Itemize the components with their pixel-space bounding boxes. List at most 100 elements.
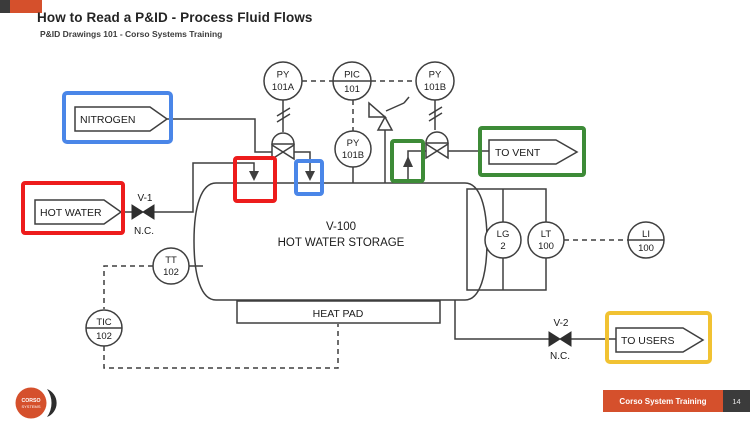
highlight-hot-water-inlet — [233, 156, 277, 203]
footer-page-number: 14 — [723, 390, 750, 412]
heat-pad-box — [236, 300, 441, 324]
heat-pad: HEAT PAD — [236, 300, 441, 324]
instrument-label: LT — [541, 229, 552, 240]
instrument-label: TIC — [96, 317, 111, 328]
instrument-label: PY — [277, 70, 290, 81]
valve-body — [548, 331, 561, 347]
pneumatic-slashes-left — [276, 107, 291, 123]
instrument-li-100: LI 100 — [627, 221, 665, 259]
instrument-pic-101: PIC 101 — [332, 61, 372, 101]
instrument-tt-102: TT 102 — [152, 247, 190, 285]
flag-shape — [74, 106, 169, 132]
instrument-label: LG — [497, 229, 510, 240]
hand-valve-v1: V-1 N.C. — [131, 193, 155, 237]
logo-black-crescent — [47, 389, 57, 417]
vent-line — [407, 150, 489, 181]
psv-inlet-triangle — [376, 115, 394, 131]
flag-to-users: TO USERS — [615, 327, 705, 353]
vessel-tag: V-100 — [326, 221, 356, 233]
vessel-v100: V-100 HOT WATER STORAGE — [193, 182, 488, 301]
vent-outlet-arrow — [403, 156, 413, 167]
instrument-label: PIC — [344, 70, 360, 81]
valve-body-left — [425, 142, 439, 160]
instrument-py-101b-top: PY 101B — [415, 61, 455, 101]
instrument-lg-2: LG 2 — [484, 221, 522, 259]
instrument-label: 101A — [272, 82, 295, 93]
highlight-nitrogen-inlet — [294, 159, 324, 196]
corso-systems-logo: CORSO SYSTEMS — [15, 387, 57, 419]
slide-title: How to Read a P&ID - Process Fluid Flows — [37, 10, 313, 25]
flag-shape — [34, 199, 123, 225]
logo-text-line1: CORSO — [21, 398, 40, 404]
highlight-nitrogen-source — [62, 91, 173, 144]
corner-orange-block — [10, 0, 42, 13]
nitrogen-inlet-arrow — [305, 171, 315, 181]
valve-body — [131, 204, 144, 220]
valve-tag: V-1 — [137, 193, 152, 204]
pneumatic-slashes-right — [428, 106, 443, 122]
instrument-label: PY — [429, 70, 442, 81]
valve-body — [142, 204, 155, 220]
valve-body-left — [271, 143, 285, 161]
control-valve-nitrogen — [271, 132, 295, 161]
instrument-label: 102 — [96, 331, 112, 342]
signal-tt102-tic102 — [103, 265, 153, 309]
instrument-bubble — [152, 247, 190, 285]
flag-label: NITROGEN — [80, 114, 135, 126]
instrument-label: 100 — [538, 241, 554, 252]
footer-training-label: Corso System Training — [619, 396, 707, 406]
instrument-bubble — [334, 130, 372, 168]
actuator-diaphragm — [271, 132, 295, 145]
corner-dark-block — [0, 0, 10, 13]
highlight-hot-water-source — [21, 181, 125, 235]
instrument-bubble — [263, 61, 303, 101]
flag-shape — [488, 139, 579, 165]
instrument-label: TT — [165, 255, 177, 266]
outlet-line — [454, 300, 616, 340]
actuator-diaphragm — [425, 131, 449, 144]
instrument-lt-100: LT 100 — [527, 221, 565, 259]
flag-nitrogen: NITROGEN — [74, 106, 169, 132]
valve-state: N.C. — [550, 351, 570, 362]
highlight-vent-outlet — [390, 139, 425, 183]
flag-hot-water: HOT WATER — [34, 199, 123, 225]
valve-body-right — [281, 143, 295, 161]
flag-to-vent: TO VENT — [488, 139, 579, 165]
flag-label: TO USERS — [621, 335, 674, 347]
slide-subtitle: P&ID Drawings 101 - Corso Systems Traini… — [40, 29, 223, 39]
hand-valve-v2: V-2 N.C. — [548, 318, 572, 362]
psv-lever — [385, 96, 410, 112]
relief-valve — [368, 96, 410, 131]
control-valve-vent — [425, 131, 449, 160]
instrument-bubble — [527, 221, 565, 259]
footer-training-bar: Corso System Training — [603, 390, 723, 412]
valve-state: N.C. — [134, 226, 154, 237]
highlight-to-users — [605, 311, 712, 364]
highlight-to-vent — [478, 126, 586, 177]
instrument-label: 101B — [424, 82, 446, 93]
logo-text-line2: SYSTEMS — [21, 404, 40, 409]
instrument-label: 2 — [500, 241, 505, 252]
instrument-label: PY — [347, 138, 360, 149]
instrument-py-101a: PY 101A — [263, 61, 303, 101]
hot-water-inlet-arrow — [249, 171, 259, 181]
instrument-label: 102 — [163, 267, 179, 278]
nitrogen-line — [167, 118, 311, 172]
instrument-py-101b-mid: PY 101B — [334, 130, 372, 168]
instrument-bubble — [415, 61, 455, 101]
flag-shape — [615, 327, 705, 353]
logo-orange-disc — [15, 387, 47, 419]
instrument-label: 101B — [342, 150, 364, 161]
instrument-label: 100 — [638, 243, 654, 254]
psv-outlet-triangle — [368, 101, 387, 118]
valve-tag: V-2 — [553, 318, 568, 329]
vessel-shell — [193, 182, 488, 301]
signal-lines — [103, 80, 628, 369]
instrument-tic-102: TIC 102 — [85, 309, 123, 347]
instrument-bubble — [484, 221, 522, 259]
flag-label: TO VENT — [495, 147, 541, 159]
heat-pad-label: HEAT PAD — [313, 308, 364, 320]
signal-tic102-heatpad — [103, 324, 339, 369]
